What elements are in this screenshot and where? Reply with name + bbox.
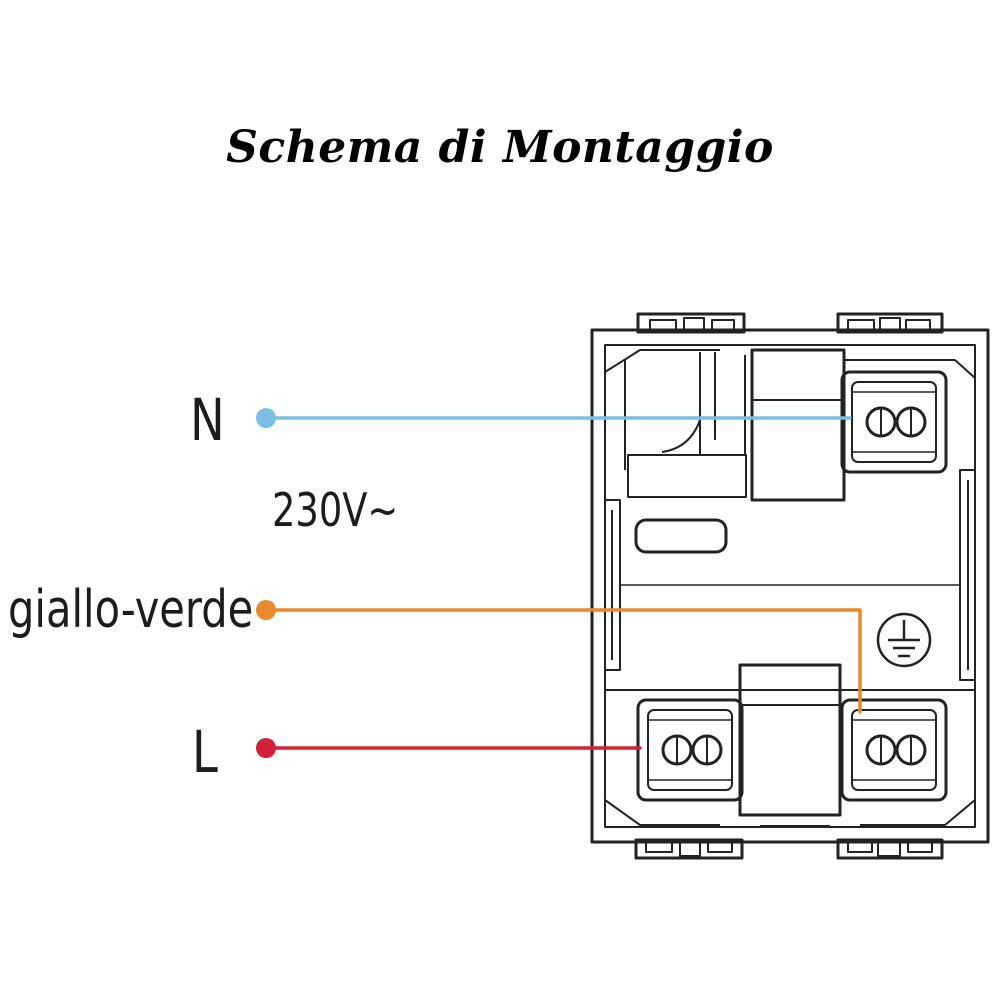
terminal-neutral bbox=[840, 370, 948, 474]
line-label: L bbox=[192, 718, 218, 786]
lower-housing bbox=[604, 663, 976, 826]
ground-symbol-icon bbox=[876, 612, 932, 668]
side-rails bbox=[605, 469, 975, 681]
top-clips bbox=[636, 312, 944, 334]
neutral-label: N bbox=[190, 386, 225, 454]
socket-module bbox=[590, 312, 990, 860]
neutral-wire-dot bbox=[256, 408, 276, 428]
upper-center-block bbox=[750, 348, 846, 502]
upper-housing bbox=[604, 348, 976, 554]
earth-wire-dot bbox=[256, 600, 276, 620]
terminal-earth bbox=[840, 698, 948, 802]
terminal-line bbox=[636, 698, 744, 802]
earth-wire-label: giallo-verde bbox=[8, 580, 254, 640]
lower-center-block bbox=[738, 663, 842, 817]
diagram-title: Schema di Montaggio bbox=[226, 122, 774, 173]
bottom-clips bbox=[634, 825, 944, 860]
wire-endpoints bbox=[256, 408, 276, 758]
voltage-label: 230V~ bbox=[272, 483, 399, 537]
earth-wire bbox=[264, 608, 862, 714]
center-slot bbox=[634, 518, 728, 554]
wires bbox=[264, 416, 862, 750]
line-wire-dot bbox=[256, 738, 276, 758]
module-outer-frame bbox=[590, 328, 990, 844]
